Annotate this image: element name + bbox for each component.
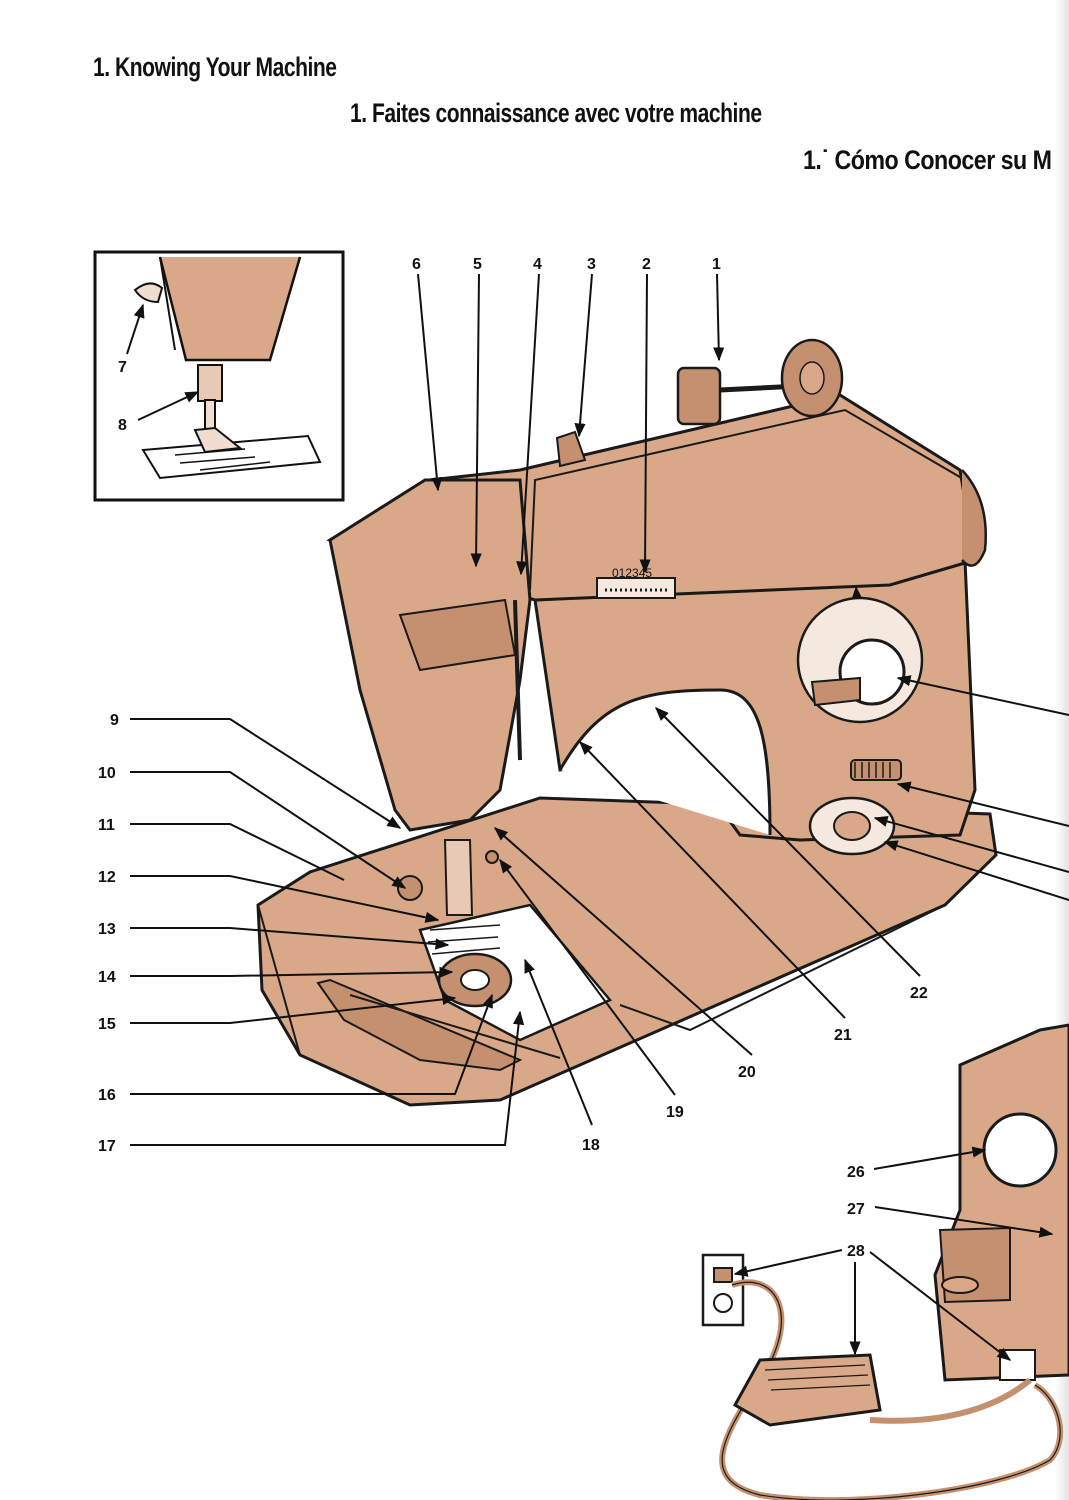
callout-26: 26 — [847, 1164, 865, 1181]
spool-assembly — [555, 338, 844, 468]
callout-21: 21 — [834, 1027, 852, 1044]
callout-9: 9 — [110, 712, 119, 729]
needle-plate-area — [397, 839, 613, 1042]
callout-20: 20 — [738, 1064, 756, 1081]
callout-5: 5 — [473, 256, 482, 273]
stitch-length-controls[interactable] — [808, 759, 902, 856]
callout-27: 27 — [847, 1201, 865, 1218]
presser-foot-inset — [93, 250, 345, 502]
callout-13: 13 — [98, 921, 116, 938]
machine-base — [256, 796, 998, 1107]
callout-11: 11 — [98, 817, 115, 834]
callout-14: 14 — [98, 969, 116, 986]
title-spanish: 1.˙ Cómo Conocer su M — [803, 145, 1052, 175]
callout-8: 8 — [118, 417, 127, 434]
callout-17: 17 — [98, 1138, 116, 1155]
callout-22: 22 — [910, 985, 928, 1002]
callout-4: 4 — [533, 256, 542, 273]
callout-18: 18 — [582, 1137, 600, 1154]
foot-control-view — [701, 1023, 1069, 1500]
callout-15: 15 — [98, 1016, 116, 1033]
title-french: 1. Faites connaissance avec votre machin… — [350, 98, 762, 128]
callout-2: 2 — [642, 256, 651, 273]
leader-lines — [126, 273, 1069, 1361]
stitch-dial-digits: 012345 — [612, 566, 652, 580]
callout-28: 28 — [847, 1243, 865, 1260]
pattern-selector-dial[interactable] — [796, 586, 924, 724]
callout-12: 12 — [98, 869, 116, 886]
callout-1: 1 — [712, 256, 721, 273]
callout-10: 10 — [98, 765, 116, 782]
callout-19: 19 — [666, 1104, 684, 1121]
callout-numbers: 1 2 3 4 5 6 7 8 9 10 11 12 13 14 15 16 1… — [98, 256, 928, 1260]
callout-3: 3 — [587, 256, 596, 273]
callout-7: 7 — [118, 359, 127, 376]
callout-16: 16 — [98, 1087, 116, 1104]
title-english: 1. Knowing Your Machine — [93, 52, 337, 82]
callout-6: 6 — [412, 256, 421, 273]
